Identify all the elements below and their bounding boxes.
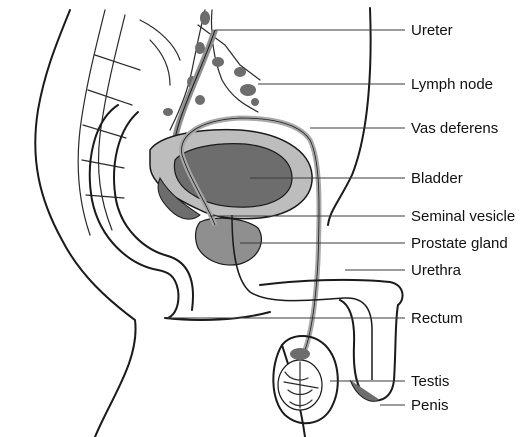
label-bladder: Bladder [411,170,463,187]
label-penis: Penis [411,397,449,414]
label-urethra: Urethra [411,262,462,279]
label-rectum: Rectum [411,310,463,327]
label-testis: Testis [411,373,449,390]
label-seminal-vesicle: Seminal vesicle [411,208,515,225]
label-lymph-node: Lymph node [411,76,493,93]
labels: Ureter Lymph node Vas deferens Bladder S… [411,22,515,414]
label-vas-deferens: Vas deferens [411,120,498,137]
label-ureter: Ureter [411,22,453,39]
label-prostate-gland: Prostate gland [411,235,508,252]
prostate-gland [196,218,262,265]
lymph-nodes [163,10,260,130]
